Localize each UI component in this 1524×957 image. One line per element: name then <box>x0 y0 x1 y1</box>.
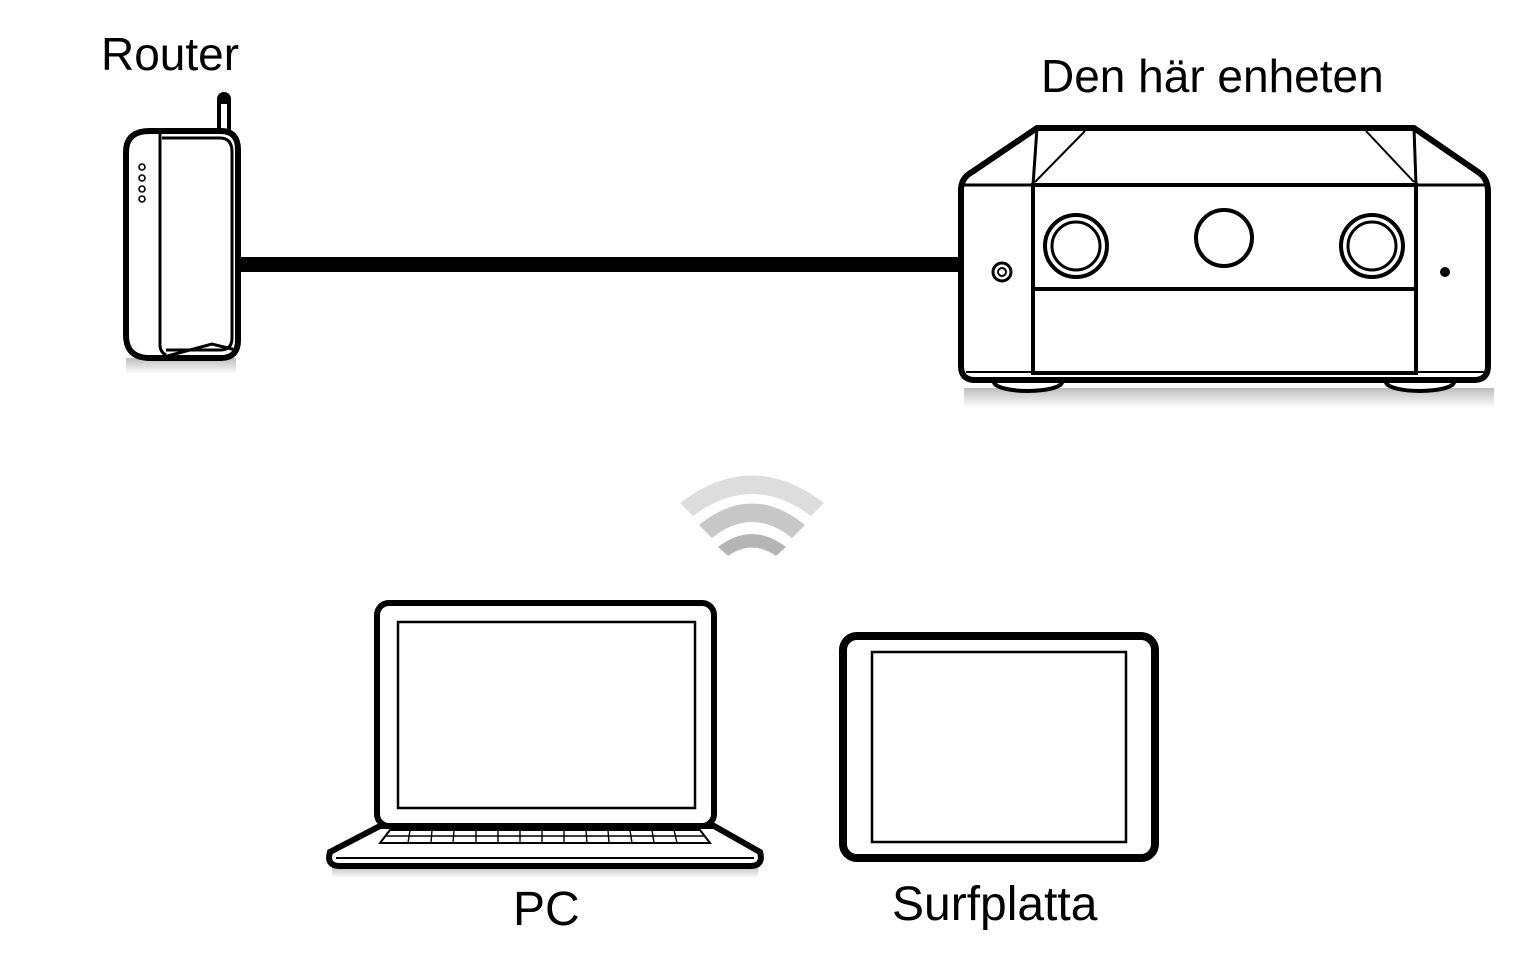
pc-label: PC <box>513 883 580 936</box>
device-label: Den här enheten <box>1041 50 1384 102</box>
av-receiver-icon <box>958 125 1494 408</box>
wifi-icon <box>680 475 824 556</box>
router-icon <box>123 92 241 374</box>
tablet-label: Surfplatta <box>892 878 1098 931</box>
ethernet-cable <box>232 257 962 272</box>
laptop-icon <box>326 600 764 878</box>
tablet-icon <box>839 632 1159 862</box>
router-label: Router <box>101 28 240 80</box>
